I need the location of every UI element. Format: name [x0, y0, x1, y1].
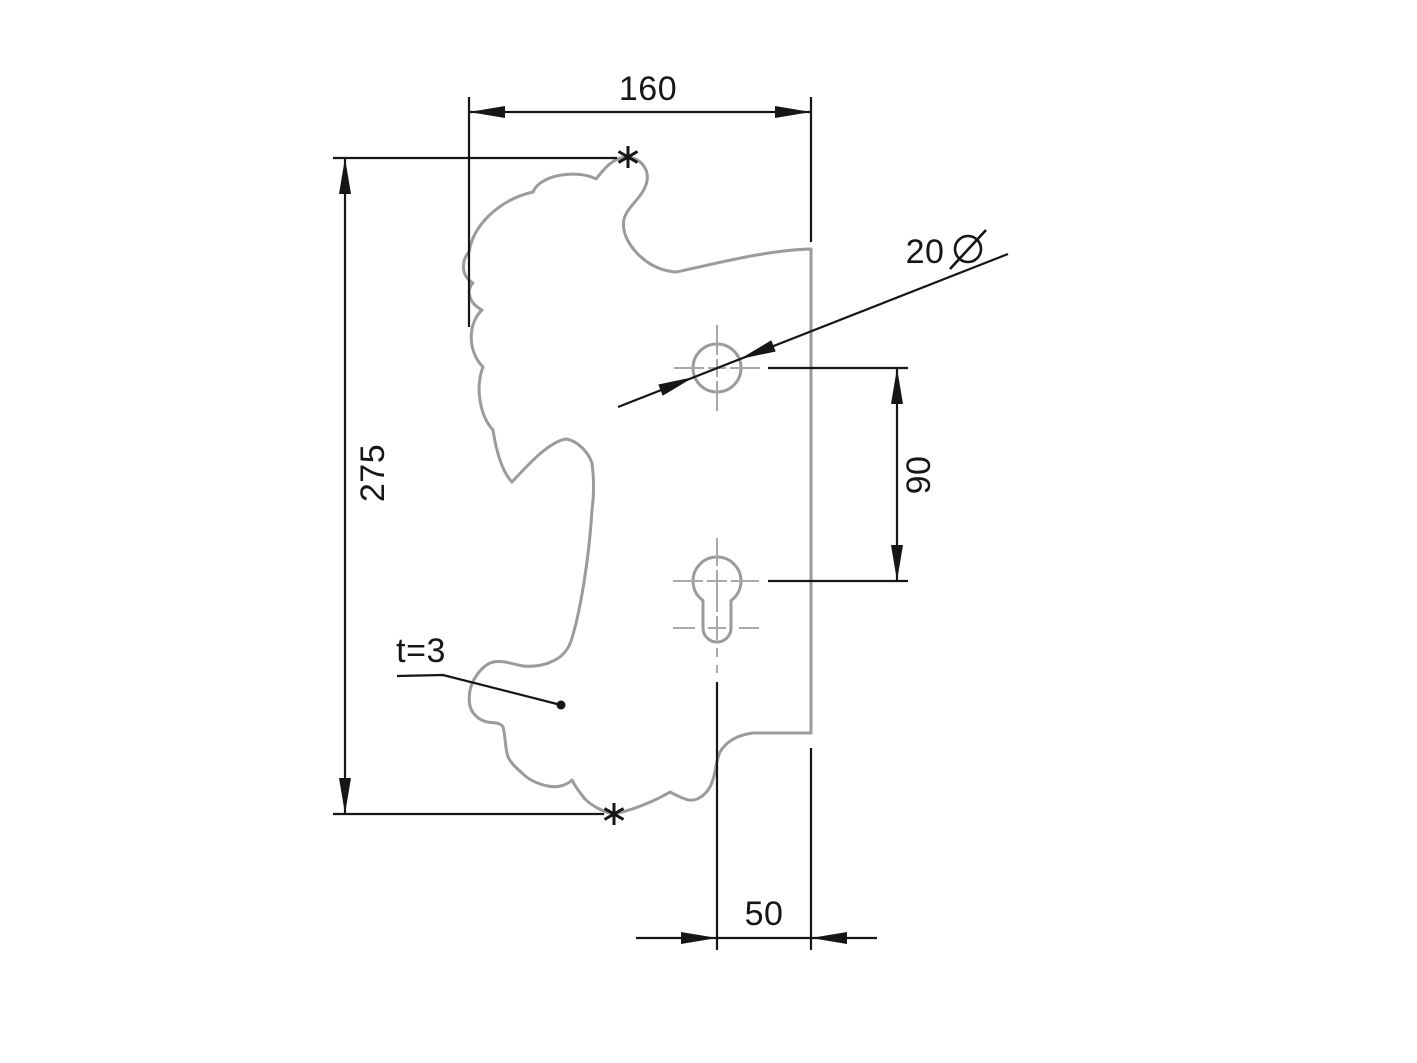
thickness-leader	[396, 673, 566, 710]
dim-160	[467, 97, 813, 327]
dim-label-plate-width: 160	[619, 70, 677, 108]
dim-label-hole-diameter: 20	[906, 233, 945, 271]
keyhole-top-center-mark	[673, 538, 759, 612]
arrowhead	[339, 778, 351, 814]
dim-90	[768, 366, 908, 583]
dim-label-material-thickness: t=3	[396, 632, 446, 670]
plate-outline	[462, 155, 813, 816]
centerlines	[673, 325, 760, 673]
arrowhead	[891, 545, 903, 581]
dim-50	[636, 682, 877, 950]
dim-label-hole-spacing: 90	[900, 456, 938, 495]
dim-20-diameter-leader	[617, 252, 1009, 409]
keyhole-bottom-center-mark	[673, 616, 759, 673]
arrowhead	[658, 377, 694, 396]
dimension-labels: 160 275 90 50 20 t=3	[354, 70, 944, 933]
dim-label-plate-height: 275	[354, 444, 392, 502]
dim-275	[333, 156, 617, 816]
dim-label-keyhole-edge-offset: 50	[745, 895, 784, 933]
leader-dot	[556, 700, 566, 710]
arrowhead	[891, 368, 903, 404]
arrowhead	[740, 340, 776, 359]
leader-line	[396, 673, 562, 707]
plate-silhouette	[462, 155, 813, 816]
dimension-graphics	[333, 97, 1009, 950]
arrowhead	[811, 932, 847, 944]
arrowhead	[469, 106, 505, 118]
arrowhead	[339, 158, 351, 194]
arrowhead	[775, 106, 811, 118]
diameter-icon	[949, 229, 987, 270]
arrowhead	[681, 932, 717, 944]
round-hole-center-mark	[674, 325, 760, 411]
